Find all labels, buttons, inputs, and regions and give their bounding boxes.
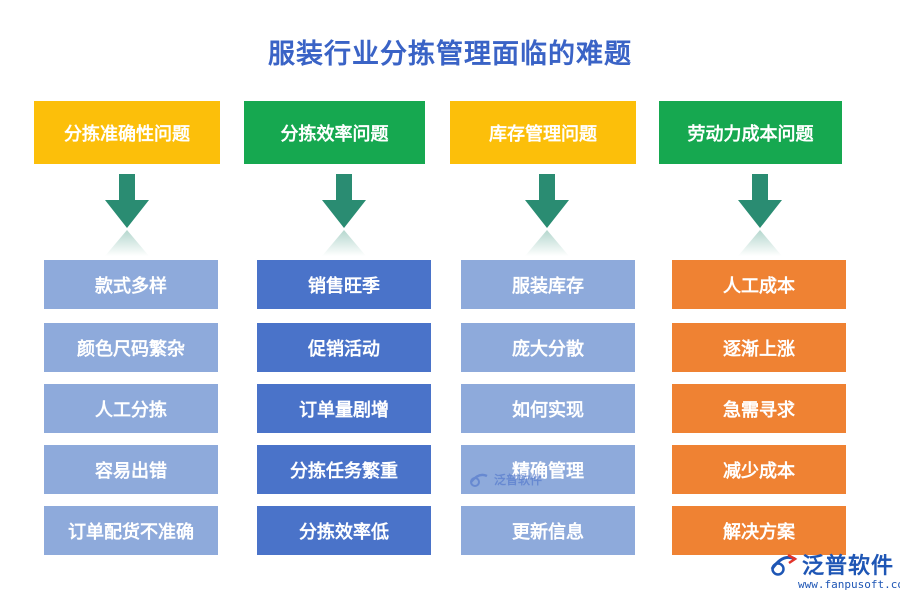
- brand-url: www.fanpusoft.com: [798, 578, 900, 591]
- problem-item: 人工分拣: [44, 384, 218, 433]
- problem-item: 分拣任务繁重: [257, 445, 431, 494]
- problem-item: 减少成本: [672, 445, 846, 494]
- down-arrow-icon: [525, 174, 569, 256]
- column-header: 分拣准确性问题: [34, 101, 220, 164]
- problem-item: 颜色尺码繁杂: [44, 323, 218, 372]
- problem-item: 庞大分散: [461, 323, 635, 372]
- problem-item: 解决方案: [672, 506, 846, 555]
- problem-item: 更新信息: [461, 506, 635, 555]
- problem-item: 逐渐上涨: [672, 323, 846, 372]
- problem-item: 服装库存: [461, 260, 635, 309]
- down-arrow-icon: [738, 174, 782, 256]
- problem-item: 销售旺季: [257, 260, 431, 309]
- problem-item: 分拣效率低: [257, 506, 431, 555]
- problem-item: 人工成本: [672, 260, 846, 309]
- problem-item: 款式多样: [44, 260, 218, 309]
- problem-item: 订单配货不准确: [44, 506, 218, 555]
- problem-item: 订单量剧增: [257, 384, 431, 433]
- brand-name: 泛普软件: [802, 554, 895, 579]
- column-header: 劳动力成本问题: [659, 101, 842, 164]
- problem-item: 容易出错: [44, 445, 218, 494]
- down-arrow-icon: [105, 174, 149, 256]
- problem-item: 精确管理: [461, 445, 635, 494]
- problem-item: 如何实现: [461, 384, 635, 433]
- down-arrow-icon: [322, 174, 366, 256]
- fanpu-logo-icon: [470, 473, 488, 487]
- problem-item: 促销活动: [257, 323, 431, 372]
- page-title: 服装行业分拣管理面临的难题: [268, 39, 632, 70]
- column-header: 分拣效率问题: [244, 101, 425, 164]
- brand-logo: 泛普软件 www.fanpusoft.com: [768, 548, 900, 596]
- watermark: 泛普软件: [468, 470, 542, 488]
- problem-item: 急需寻求: [672, 384, 846, 433]
- watermark-text: 泛普软件: [494, 472, 543, 487]
- fanpu-logo-icon: [770, 553, 798, 576]
- column-header: 库存管理问题: [450, 101, 636, 164]
